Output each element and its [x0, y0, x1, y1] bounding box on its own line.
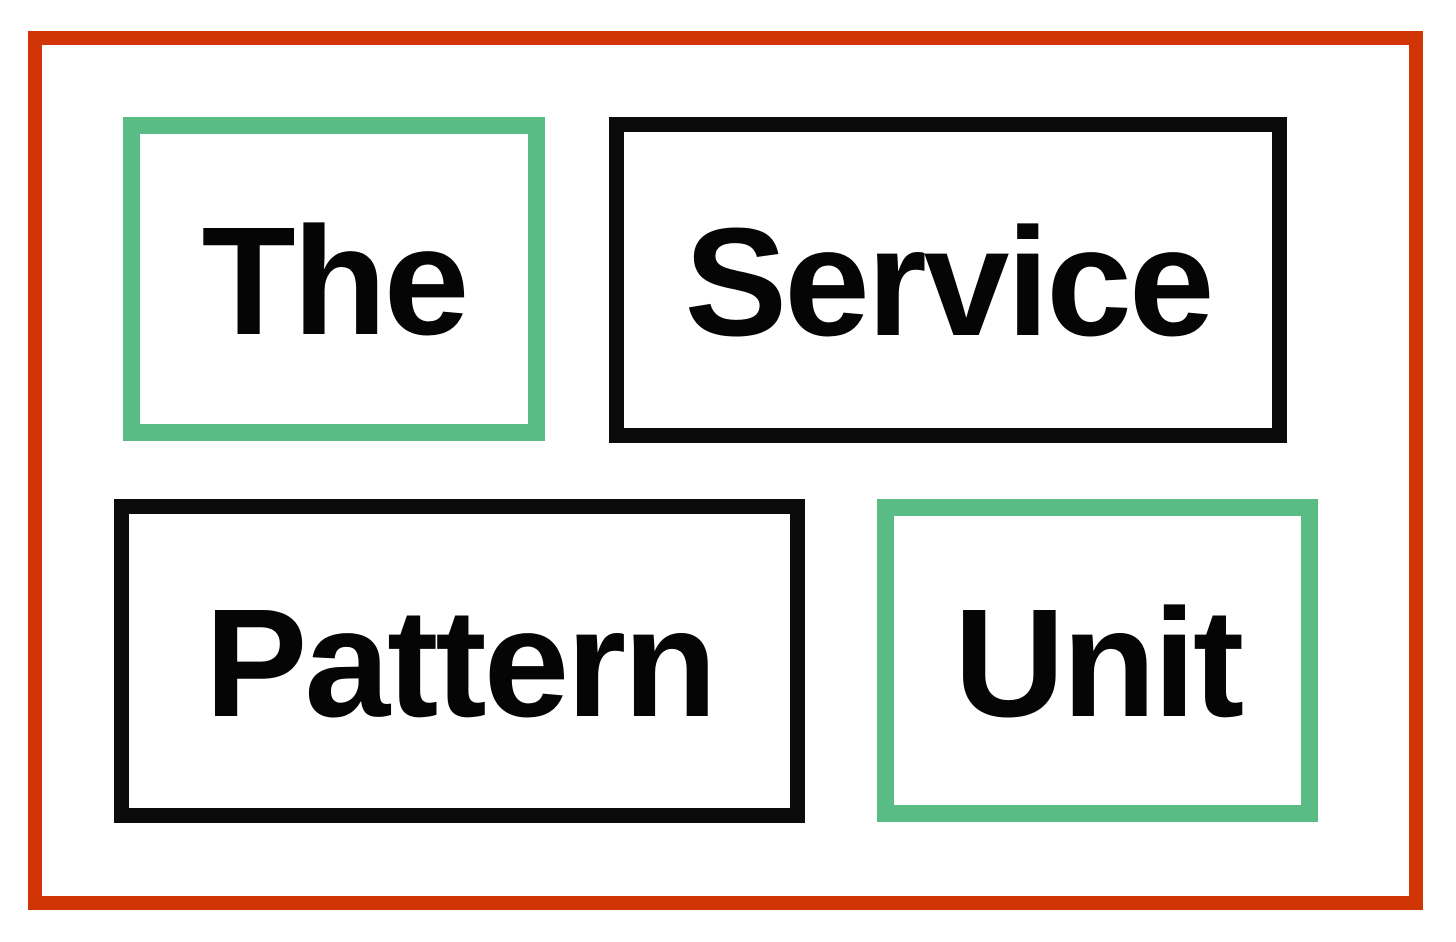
word-box-pattern: Pattern: [114, 499, 805, 823]
word-label-unit: Unit: [953, 576, 1244, 749]
word-box-unit: Unit: [877, 499, 1318, 822]
word-label-pattern: Pattern: [204, 577, 718, 749]
word-label-the: The: [201, 195, 470, 367]
word-box-service: Service: [609, 117, 1287, 443]
word-label-service: Service: [684, 196, 1214, 368]
word-box-the: The: [123, 117, 545, 441]
